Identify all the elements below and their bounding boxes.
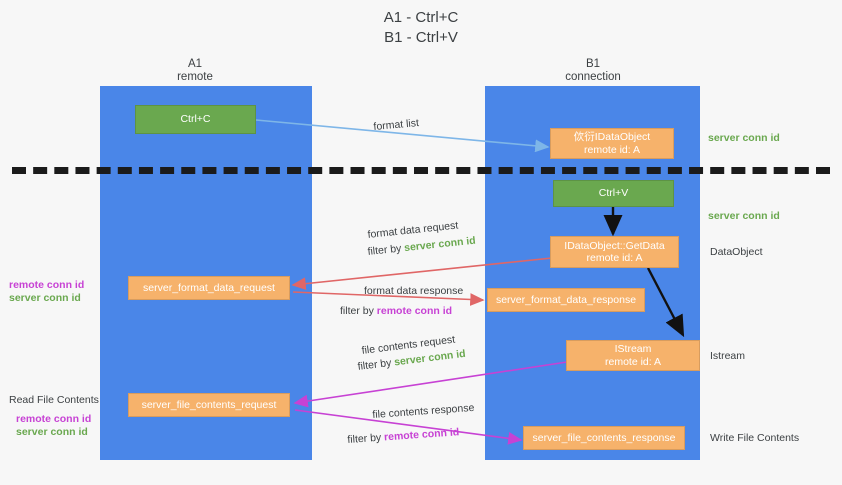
box-server-file-contents-response[interactable]: server_file_contents_response [523, 426, 685, 450]
lane-header-b1: B1 connection [533, 58, 653, 84]
phase-divider [12, 167, 830, 174]
lane-b1-sub: connection [565, 71, 621, 83]
filter-value-remote-conn-id: remote conn id [376, 305, 453, 317]
box-server-file-contents-request-label: server_file_contents_request [141, 398, 277, 411]
box-server-file-contents-response-label: server_file_contents_response [532, 431, 676, 444]
annotation-right-server-conn-id-mid-text: server conn id [708, 210, 780, 222]
annotation-left-low-remote-conn-id: remote conn id [16, 413, 91, 426]
box-idataobject[interactable]: 佽衍IDataObject remote id: A [550, 128, 674, 159]
annotation-right-write-file-contents: Write File Contents [710, 432, 799, 445]
box-server-format-data-request-label: server_format_data_request [143, 281, 275, 294]
lane-a1-name: A1 [187, 58, 203, 70]
filter-prefix: filter by [357, 356, 395, 373]
filter-prefix: filter by [347, 431, 385, 446]
annotation-left-low-remote-conn-id-text: remote conn id [16, 413, 92, 425]
box-getdata-line1: IDataObject::GetData [564, 239, 665, 252]
annotation-left-server-conn-id: server conn id [9, 292, 81, 305]
annotation-right-server-conn-id-mid: server conn id [708, 210, 780, 223]
box-ctrl-c[interactable]: Ctrl+C [135, 105, 256, 134]
edge-label-format-data-response-filter: filter by remote conn id [340, 305, 452, 318]
lane-b1-name: B1 [585, 58, 601, 70]
annotation-right-istream: Istream [710, 350, 745, 363]
box-server-file-contents-request[interactable]: server_file_contents_request [128, 393, 290, 417]
filter-prefix: filter by [340, 305, 377, 317]
filter-prefix: filter by [367, 242, 405, 258]
edge-label-format-list: format list [373, 117, 419, 134]
box-ctrl-v-label: Ctrl+V [598, 187, 629, 200]
box-ctrl-v[interactable]: Ctrl+V [553, 180, 674, 207]
edge-label-format-data-response-text: format data response [364, 285, 464, 297]
annotation-left-server-conn-id-text: server conn id [9, 292, 81, 304]
annotation-read-file-contents-text: Read File Contents [9, 394, 99, 406]
annotation-right-server-conn-id-top: server conn id [708, 132, 780, 145]
annotation-left-remote-conn-id: remote conn id [9, 279, 84, 292]
annotation-left-remote-conn-id-text: remote conn id [9, 279, 85, 291]
box-ctrl-c-label: Ctrl+C [180, 113, 211, 126]
edge-label-file-contents-response: file contents response [372, 402, 475, 422]
filter-value-remote-conn-id: remote conn id [383, 426, 460, 444]
page-title: A1 - Ctrl+C B1 - Ctrl+V [0, 8, 842, 48]
title-line-2: B1 - Ctrl+V [384, 29, 458, 46]
annotation-left-low-server-conn-id-text: server conn id [16, 426, 88, 438]
edge-label-file-contents-response-text: file contents response [372, 401, 475, 421]
annotation-right-dataobject-text: DataObject [710, 246, 763, 258]
box-server-format-data-response-label: server_format_data_response [495, 293, 637, 306]
annotation-right-server-conn-id-top-text: server conn id [708, 132, 780, 144]
edge-label-file-contents-response-filter: filter by remote conn id [347, 426, 460, 447]
box-istream-line1: IStream [614, 343, 652, 355]
box-istream[interactable]: IStream remote id: A [566, 340, 700, 371]
filter-value-server-conn-id: server conn id [403, 234, 477, 255]
edge-label-format-list-text: format list [373, 117, 420, 133]
annotation-right-dataobject: DataObject [710, 246, 763, 259]
title-line-1: A1 - Ctrl+C [383, 9, 459, 26]
annotation-right-istream-text: Istream [710, 350, 746, 362]
annotation-right-write-file-contents-text: Write File Contents [710, 432, 800, 444]
box-server-format-data-request[interactable]: server_format_data_request [128, 276, 290, 300]
lane-header-a1: A1 remote [135, 58, 255, 84]
annotation-read-file-contents: Read File Contents [9, 394, 99, 407]
box-istream-line2: remote id: A [604, 355, 662, 368]
annotation-left-low-server-conn-id: server conn id [16, 426, 88, 439]
lane-a1-sub: remote [177, 71, 213, 83]
box-server-format-data-response[interactable]: server_format_data_response [487, 288, 645, 312]
box-getdata-line2: remote id: A [586, 252, 643, 264]
edge-label-format-data-response: format data response [364, 285, 463, 298]
box-idataobject-line2: remote id: A [583, 143, 641, 156]
box-getdata[interactable]: IDataObject::GetData remote id: A [550, 236, 679, 268]
box-idataobject-line1: 佽衍IDataObject [573, 131, 651, 143]
